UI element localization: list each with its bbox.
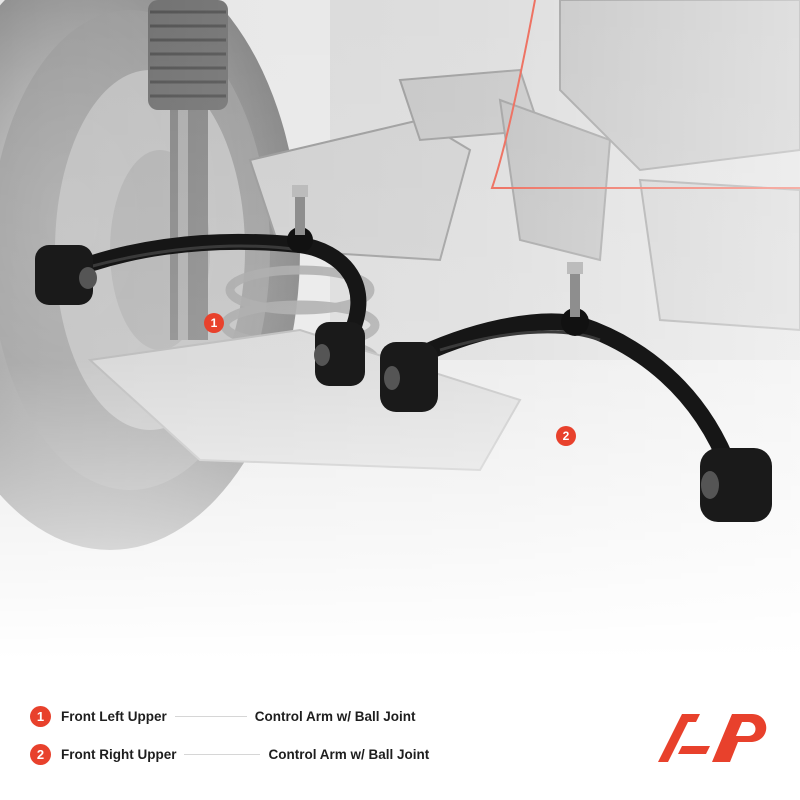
parts-legend: 1 Front Left Upper Control Arm w/ Ball J… — [0, 690, 800, 790]
legend-part-type: Control Arm w/ Ball Joint — [254, 708, 416, 724]
control-arm-2 — [380, 262, 772, 522]
vehicle-background-photo — [0, 0, 800, 660]
callout-2: 2 — [556, 426, 576, 446]
legend-number: 2 — [30, 743, 51, 765]
legend-item-1: 1 Front Left Upper Control Arm w/ Ball J… — [30, 704, 416, 728]
legend-leader-line — [184, 753, 261, 755]
legend-number: 1 — [30, 705, 51, 727]
legend-part-position: Front Right Upper — [61, 746, 177, 762]
legend-leader-line — [174, 715, 247, 717]
brand-logo-icon — [658, 714, 767, 762]
legend-item-2: 2 Front Right Upper Control Arm w/ Ball … — [30, 742, 429, 766]
control-arm-1 — [35, 185, 367, 386]
legend-part-type: Control Arm w/ Ball Joint — [268, 746, 430, 762]
legend-part-position: Front Left Upper — [61, 708, 167, 724]
callout-1: 1 — [204, 313, 224, 333]
